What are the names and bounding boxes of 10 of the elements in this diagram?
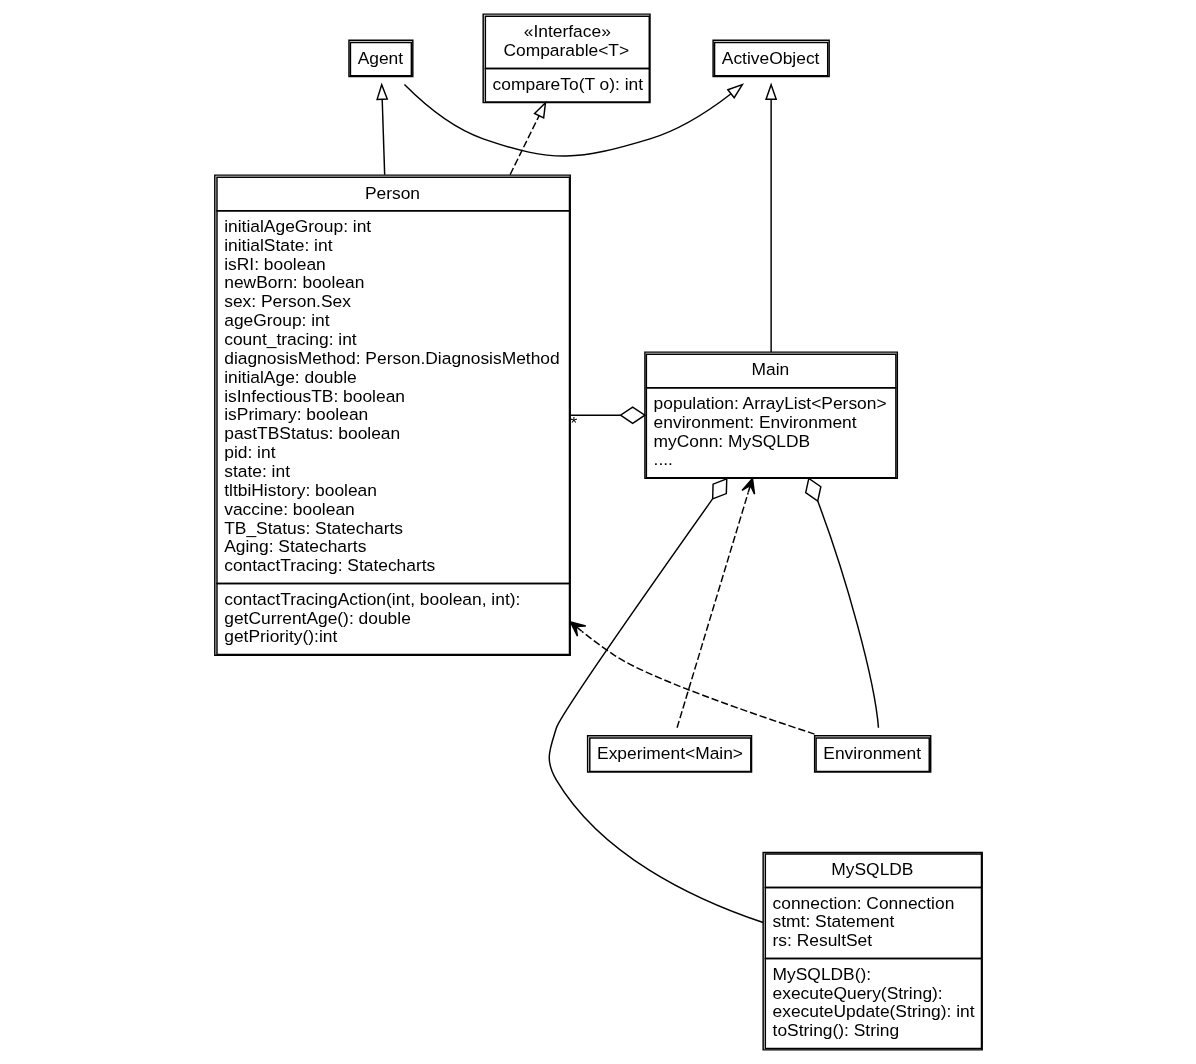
arrow (675, 477, 755, 729)
arrow (764, 82, 777, 353)
arrow (569, 621, 815, 735)
arrow (508, 100, 546, 176)
connector (804, 477, 879, 729)
connector (569, 406, 646, 425)
arrow (375, 82, 388, 176)
arrow (403, 83, 744, 157)
edge-label: * (570, 413, 577, 434)
connector (548, 477, 764, 924)
